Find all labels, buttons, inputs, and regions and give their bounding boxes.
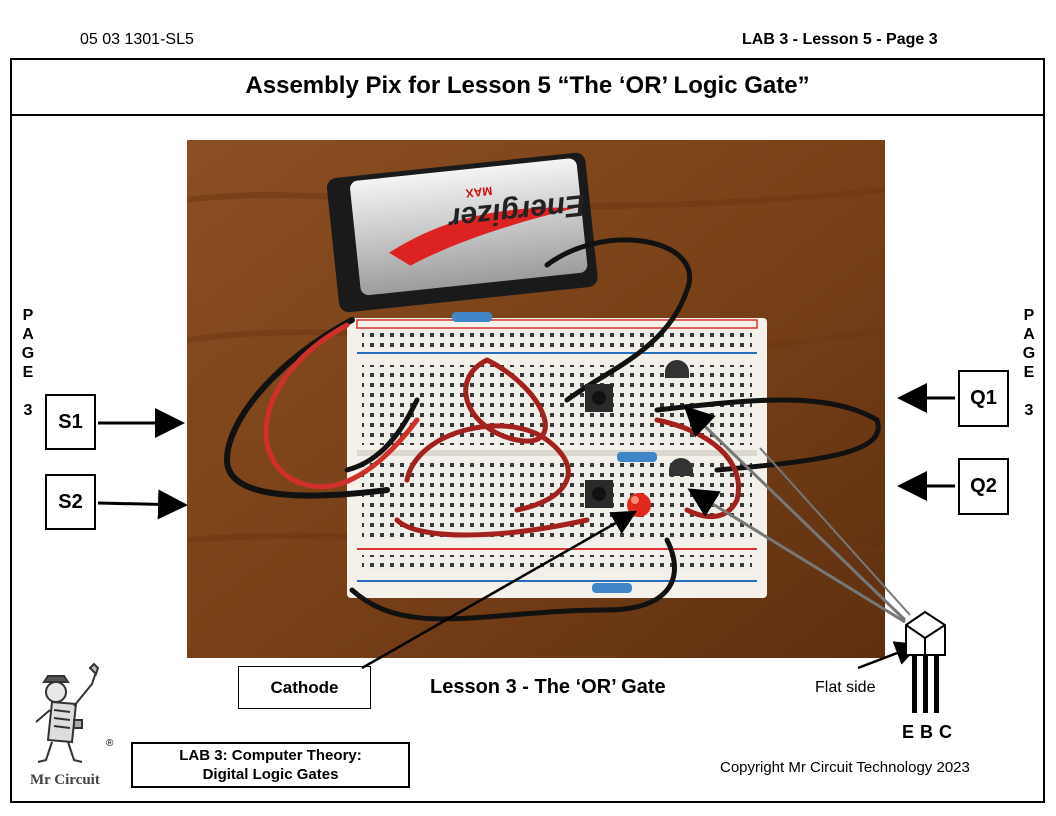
page-reference: LAB 3 - Lesson 5 - Page 3: [742, 31, 938, 48]
page-frame: [10, 58, 1045, 803]
label-flat-side: Flat side: [815, 679, 876, 696]
copyright-notice: Copyright Mr Circuit Technology 2023: [720, 759, 970, 776]
side-letter: G: [1022, 345, 1036, 362]
page-title: Assembly Pix for Lesson 5 “The ‘OR’ Logi…: [10, 58, 1045, 116]
battery-sub-text: MAX: [465, 184, 493, 201]
side-label-right: P A G E 3: [1019, 306, 1039, 420]
side-letter: 3: [23, 402, 33, 419]
components: [452, 312, 693, 593]
photo-caption: Lesson 3 - The ‘OR’ Gate: [430, 676, 666, 698]
breadboard: [347, 318, 767, 598]
mr-circuit-logo: ® Mr Circuit: [30, 662, 114, 788]
side-letter: A: [1023, 326, 1035, 343]
lab-title-box: LAB 3: Computer Theory: Digital Logic Ga…: [131, 742, 410, 788]
side-gap: [1019, 382, 1039, 401]
side-letter: P: [1023, 307, 1035, 324]
label-cathode: Cathode: [238, 666, 371, 709]
side-letter: P: [22, 307, 34, 324]
label-ebc: EBC: [902, 722, 959, 742]
label-s1: S1: [45, 394, 96, 450]
logo-text: Mr Circuit: [30, 772, 100, 788]
assembly-photo: Energizer MAX: [187, 140, 885, 658]
side-letter: E: [1023, 364, 1035, 381]
battery: Energizer MAX: [326, 152, 598, 313]
label-s2: S2: [45, 474, 96, 530]
document-code: 05 03 1301-SL5: [80, 31, 194, 48]
label-q2: Q2: [958, 458, 1009, 515]
label-q1: Q1: [958, 370, 1009, 427]
side-letter: 3: [1024, 402, 1034, 419]
side-letter: G: [21, 345, 35, 362]
side-letter: E: [22, 364, 34, 381]
lab-title-line2: Digital Logic Gates: [202, 766, 339, 783]
side-gap: [18, 382, 38, 401]
lab-title-line1: LAB 3: Computer Theory:: [179, 747, 362, 764]
side-letter: A: [22, 326, 34, 343]
side-label-left: P A G E 3: [18, 306, 38, 420]
registered-mark: ®: [106, 738, 114, 749]
